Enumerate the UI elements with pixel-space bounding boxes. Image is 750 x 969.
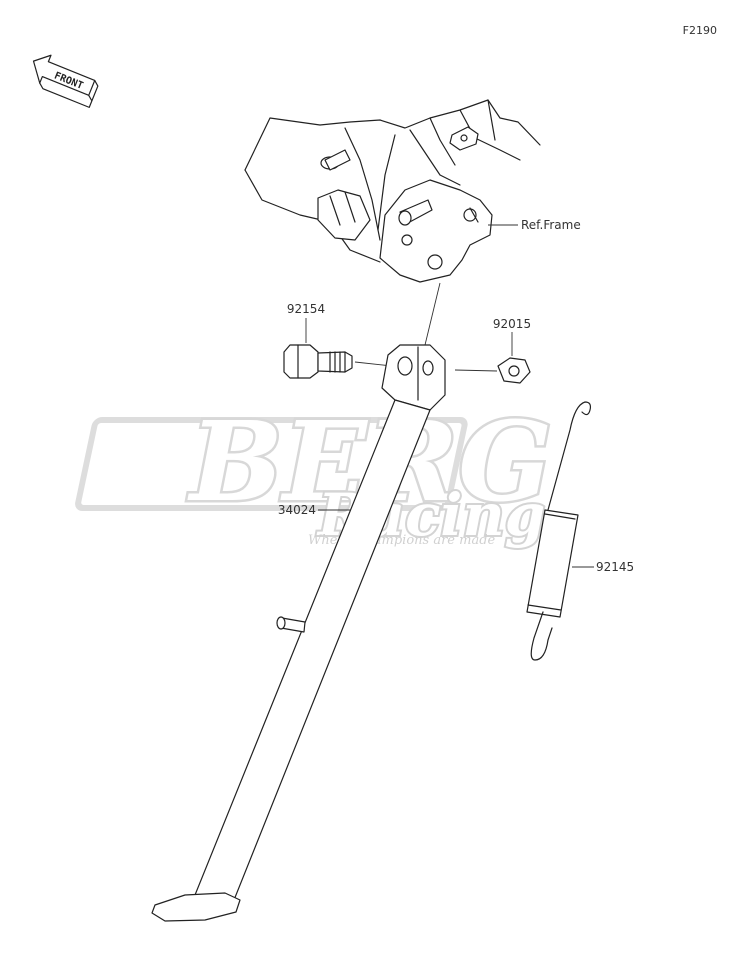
diagram-code: F2190 (683, 24, 717, 37)
nut-92015 (497, 357, 531, 384)
part-number-92154: 92154 (287, 302, 325, 316)
nut-axis-line (454, 369, 498, 372)
ref-frame-label: Ref.Frame (521, 218, 581, 232)
part-number-92015: 92015 (493, 317, 531, 331)
bolt-92154 (283, 344, 353, 379)
spring-92145 (526, 401, 592, 661)
alignment-line (424, 282, 441, 346)
watermark: BERG Racing Where Champions are made (75, 395, 555, 551)
part-number-92145: 92145 (596, 560, 634, 574)
part-number-34024: 34024 (278, 503, 316, 517)
side-stand-34024 (151, 344, 446, 922)
frame-assembly (244, 99, 541, 283)
front-arrow-icon: FRONT (32, 54, 99, 108)
